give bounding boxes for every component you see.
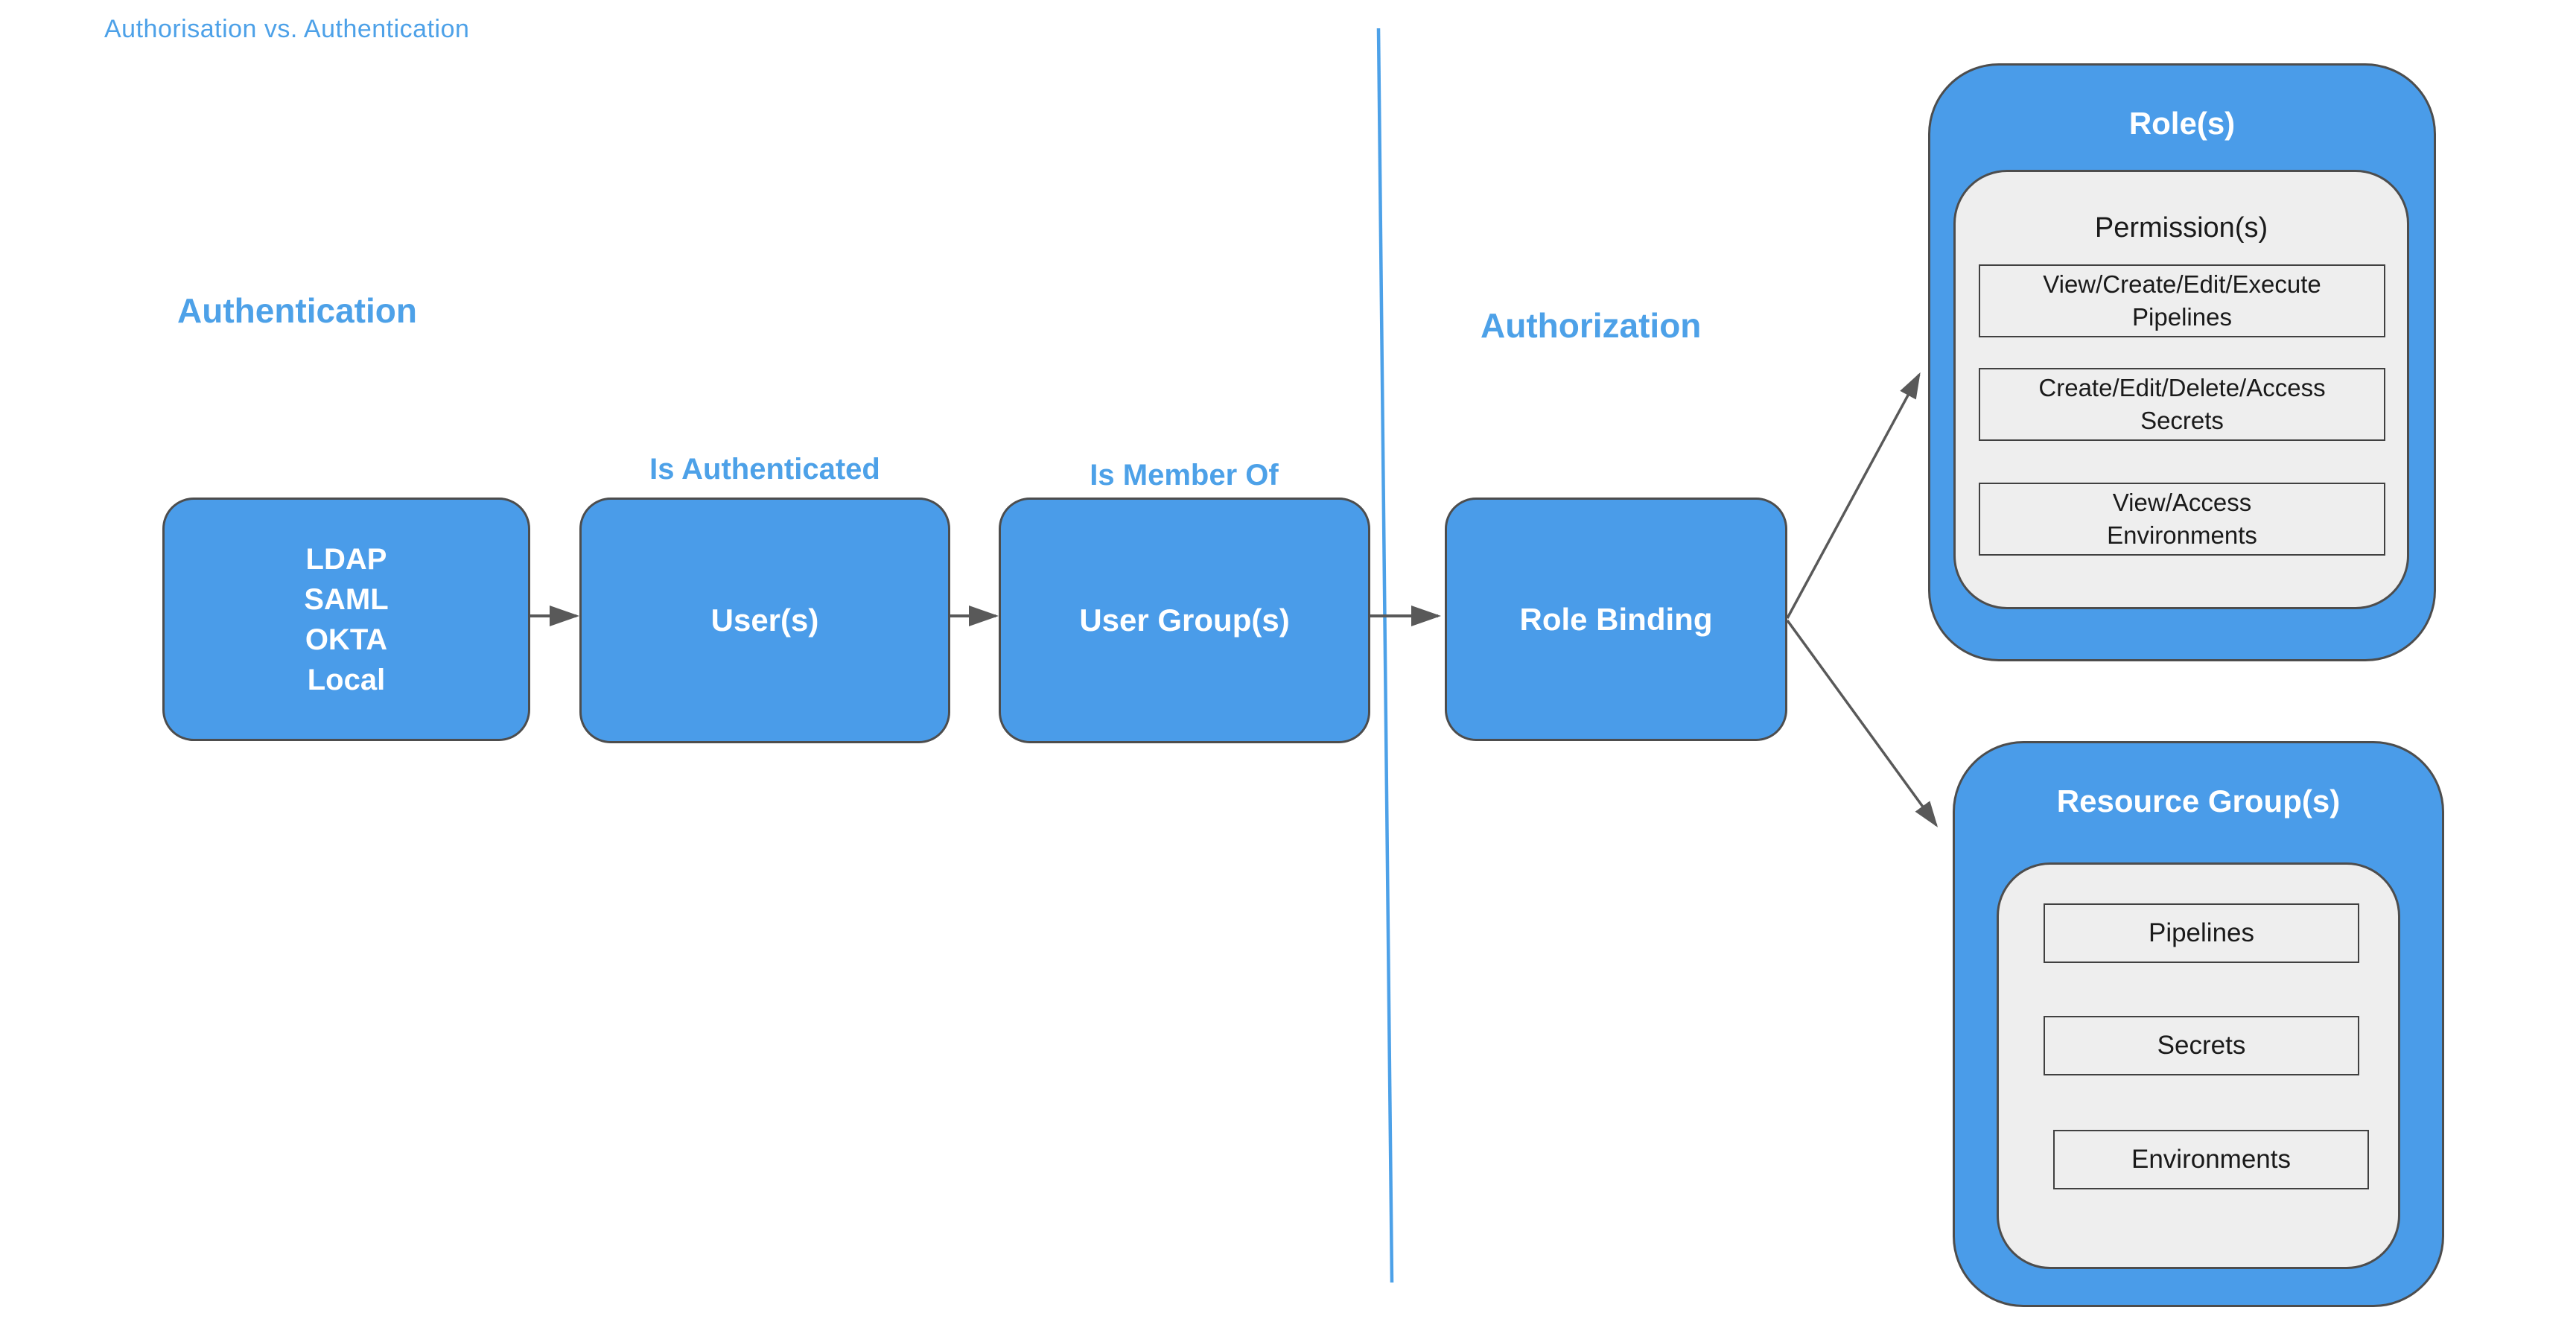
arrow-rolebinding-to-roles — [1786, 372, 1921, 619]
resource-item-secrets: Secrets — [2044, 1016, 2359, 1075]
resource-item-environments: Environments — [2053, 1130, 2369, 1189]
idp-line-okta: OKTA — [305, 623, 388, 656]
role-binding-box: Role Binding — [1445, 498, 1787, 741]
idp-line-local: Local — [307, 663, 386, 696]
permission-item-secrets: Create/Edit/Delete/Access Secrets — [1979, 368, 2385, 441]
identity-providers-box: LDAP SAML OKTA Local — [162, 498, 530, 741]
user-groups-box: User Group(s) — [999, 498, 1370, 743]
permission-item-line2: Secrets — [2140, 407, 2224, 434]
permission-item-line2: Pipelines — [2132, 303, 2232, 331]
is-authenticated-label: Is Authenticated — [649, 453, 880, 486]
permission-item-environments: View/Access Environments — [1979, 483, 2385, 556]
roles-group-title: Role(s) — [2128, 106, 2236, 141]
users-box: User(s) — [579, 498, 950, 743]
permission-item-line1: View/Access — [2112, 489, 2252, 516]
role-binding-box-label: Role Binding — [1519, 601, 1713, 637]
resource-groups-title: Resource Group(s) — [2056, 784, 2341, 819]
arrow-rolebinding-to-resourcegroups — [1786, 619, 1939, 827]
resource-item-label: Pipelines — [2148, 918, 2255, 947]
permission-item-line1: View/Create/Edit/Execute — [2043, 270, 2321, 298]
permissions-panel-title: Permission(s) — [2094, 212, 2268, 244]
permission-item-line2: Environments — [2107, 521, 2257, 549]
section-divider-line — [1376, 28, 1394, 1283]
is-member-of-label: Is Member Of — [1090, 459, 1279, 492]
resource-item-label: Secrets — [2157, 1031, 2246, 1060]
idp-line-saml: SAML — [304, 582, 389, 616]
permission-item-pipelines: View/Create/Edit/Execute Pipelines — [1979, 264, 2385, 337]
authorization-heading: Authorization — [1481, 306, 1702, 345]
idp-line-ldap: LDAP — [305, 542, 387, 576]
resource-item-pipelines: Pipelines — [2044, 903, 2359, 963]
authentication-heading: Authentication — [177, 291, 417, 330]
permission-item-line1: Create/Edit/Delete/Access — [2038, 374, 2326, 401]
resource-item-label: Environments — [2131, 1145, 2291, 1174]
users-box-label: User(s) — [710, 603, 819, 638]
page-title: Authorisation vs. Authentication — [104, 15, 470, 43]
user-groups-box-label: User Group(s) — [1079, 603, 1290, 638]
